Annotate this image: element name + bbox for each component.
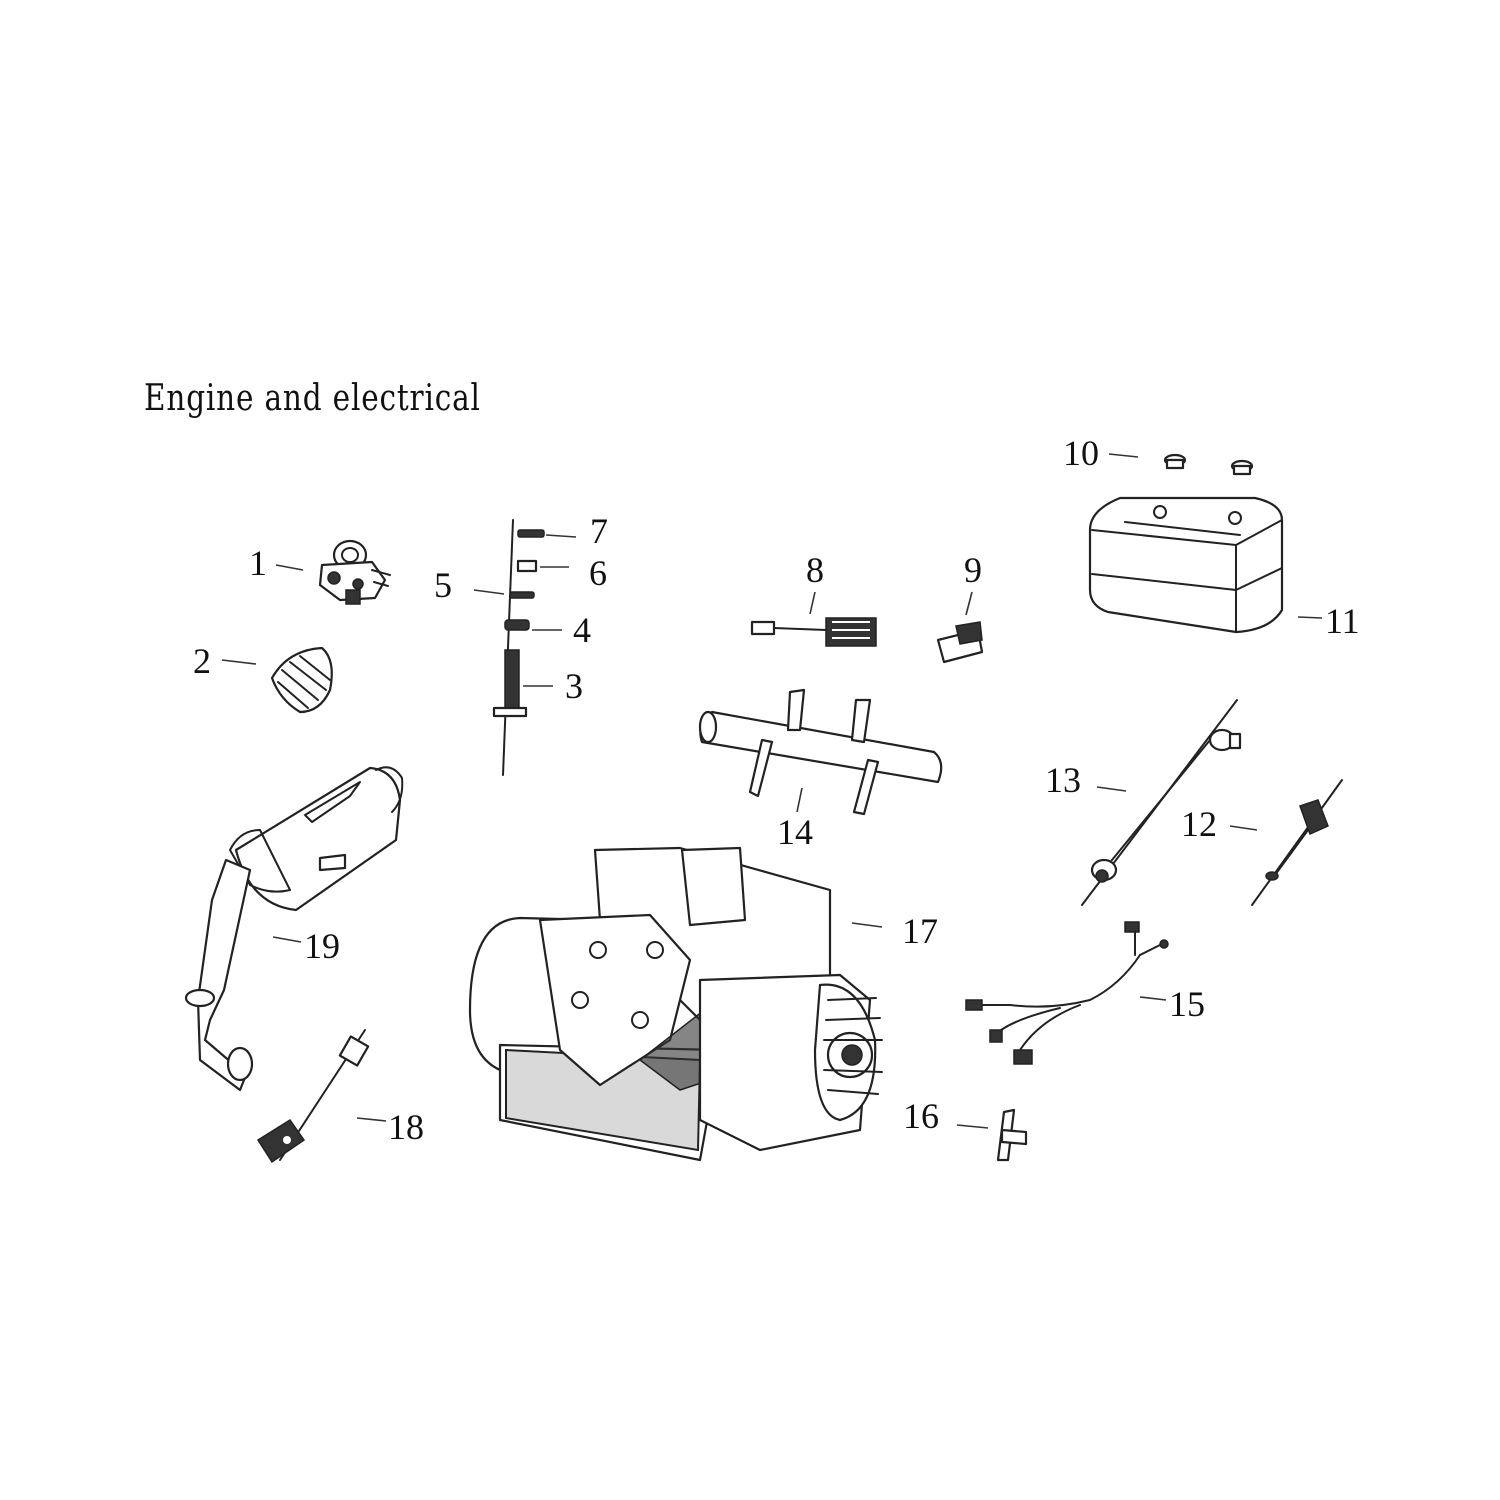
nut-icon xyxy=(516,559,538,573)
callout-12: 12 xyxy=(1181,804,1217,844)
carburetor-icon xyxy=(318,539,391,605)
washer-icon xyxy=(509,591,535,599)
choke-cable-icon xyxy=(1081,699,1242,906)
clip-icon xyxy=(996,1108,1028,1162)
callout-15: 15 xyxy=(1169,984,1205,1024)
stud-bolt-icon xyxy=(492,519,528,776)
muffler-icon xyxy=(184,766,404,1092)
callout-11: 11 xyxy=(1325,601,1360,641)
callout-1: 1 xyxy=(249,543,267,583)
callout-9: 9 xyxy=(964,550,982,590)
callout-16: 16 xyxy=(903,1096,939,1136)
callout-6: 6 xyxy=(589,553,607,593)
callout-2: 2 xyxy=(193,641,211,681)
regulator-icon xyxy=(750,617,877,647)
relay-icon xyxy=(936,621,984,664)
washer-icon xyxy=(517,529,545,538)
spark-plug-cap-icon xyxy=(256,1029,370,1164)
callout-7: 7 xyxy=(590,511,608,551)
throttle-cable-icon xyxy=(1251,779,1343,906)
callout-10: 10 xyxy=(1063,433,1099,473)
wire-harness-icon xyxy=(965,921,1169,1065)
battery-icon xyxy=(1088,496,1284,634)
callout-5: 5 xyxy=(434,565,452,605)
callout-14: 14 xyxy=(777,812,813,852)
callout-19: 19 xyxy=(304,926,340,966)
leader-lines xyxy=(221,453,1323,1129)
callout-4: 4 xyxy=(573,610,591,650)
page-title: Engine and electrical xyxy=(144,378,481,419)
engine-icon xyxy=(468,846,883,1162)
callout-3: 3 xyxy=(565,666,583,706)
battery-terminal-icon xyxy=(1163,453,1254,476)
callout-18: 18 xyxy=(388,1107,424,1147)
callout-8: 8 xyxy=(806,550,824,590)
intake-manifold-icon xyxy=(270,646,333,714)
nut-icon xyxy=(504,619,530,631)
callout-17: 17 xyxy=(902,911,938,951)
callout-13: 13 xyxy=(1045,760,1081,800)
engine-mount-bracket-icon xyxy=(698,688,943,816)
